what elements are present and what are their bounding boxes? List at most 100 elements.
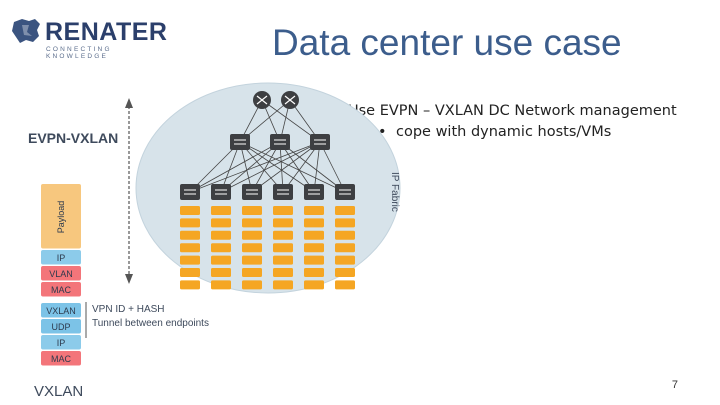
server-icon	[211, 218, 231, 228]
server-icon	[273, 230, 293, 240]
body-line: Use EVPN – VXLAN DC Network management	[348, 103, 677, 119]
server-icon	[242, 230, 262, 240]
server-icon	[211, 255, 231, 265]
server-rack	[335, 206, 355, 290]
bullet-text: cope with dynamic hosts/VMs	[396, 124, 612, 140]
server-icon	[211, 206, 231, 215]
leaf-switch-icon	[211, 184, 231, 200]
aggregation-switch-icon	[230, 134, 250, 150]
server-icon	[304, 230, 324, 240]
body-text: Use EVPN – VXLAN DC Network management •…	[348, 101, 677, 143]
server-icon	[335, 218, 355, 228]
fabric-link	[189, 141, 321, 193]
logo-name: RENATER	[45, 18, 168, 46]
server-icon	[242, 243, 262, 253]
server-icon	[273, 280, 293, 290]
fabric-link	[251, 141, 281, 193]
fabric-switches	[180, 91, 355, 200]
server-icon	[180, 218, 200, 228]
aggregation-switch-icon	[270, 134, 290, 150]
server-icon	[304, 243, 324, 253]
server-icon	[180, 255, 200, 265]
stack-layer-label: MAC	[51, 354, 72, 364]
page-number: 7	[671, 379, 678, 391]
server-icon	[304, 218, 324, 228]
server-icon	[211, 268, 231, 277]
ip-fabric-label: IP Fabric	[389, 172, 400, 212]
fabric-link	[313, 141, 321, 193]
spine-router-icon	[281, 91, 299, 109]
renater-logo: RENATER CONNECTING KNOWLEDGE	[10, 16, 167, 60]
server-icon	[242, 268, 262, 277]
server-rack	[273, 206, 293, 290]
server-icon	[180, 268, 200, 277]
fabric-link	[282, 141, 321, 193]
leaf-switch-icon	[242, 184, 262, 200]
server-icon	[242, 218, 262, 228]
fabric-link	[220, 141, 281, 193]
leaf-switch-icon	[180, 184, 200, 200]
annotation-tunnel: Tunnel between endpoints	[92, 318, 209, 329]
fabric-link	[319, 141, 346, 193]
server-rack	[211, 206, 231, 290]
server-icon	[335, 280, 355, 290]
stack-layer-label: IP	[57, 338, 66, 348]
fabric-link	[220, 141, 321, 193]
stack-layer: MAC	[41, 351, 81, 366]
leaf-switch-icon	[335, 184, 355, 200]
stack-layer-label: IP	[57, 253, 66, 263]
aggregation-switch-icon	[310, 134, 330, 150]
fabric-link	[251, 141, 321, 193]
server-icon	[304, 206, 324, 215]
stack-layer: Payload	[41, 184, 81, 249]
bullet-item: • cope with dynamic hosts/VMs	[348, 122, 677, 143]
server-icon	[180, 206, 200, 215]
stack-layer-label: VXLAN	[46, 306, 76, 316]
server-racks	[180, 206, 355, 290]
logo-tagline: CONNECTING KNOWLEDGE	[46, 46, 112, 60]
logo-mark-icon	[12, 19, 40, 43]
server-icon	[304, 255, 324, 265]
leaf-switch-icon	[304, 184, 324, 200]
fabric-link	[279, 141, 284, 193]
server-icon	[180, 243, 200, 253]
server-rack	[304, 206, 324, 290]
fabric-link	[279, 141, 315, 193]
server-icon	[242, 280, 262, 290]
fabric-link	[189, 141, 241, 193]
bullet-icon: •	[378, 124, 387, 140]
stack-layer: VLAN	[41, 266, 81, 281]
stack-layer-label: Payload	[56, 201, 66, 234]
stack-layer: VXLAN	[41, 303, 81, 318]
ip-fabric-ellipse	[135, 82, 401, 294]
stack-layer: IP	[41, 250, 81, 265]
server-icon	[273, 268, 293, 277]
server-icon	[304, 268, 324, 277]
server-icon	[273, 218, 293, 228]
stack-layer: MAC	[41, 282, 81, 297]
server-icon	[335, 268, 355, 277]
packet-stack-vxlan: VXLAN UDP IP MAC	[41, 303, 81, 366]
vxlan-label: VXLAN	[34, 383, 83, 400]
fabric-link	[239, 141, 346, 193]
server-icon	[211, 243, 231, 253]
server-icon	[335, 230, 355, 240]
arrow-up-icon	[125, 98, 133, 108]
fabric-link	[239, 141, 253, 193]
server-icon	[273, 243, 293, 253]
server-icon	[335, 243, 355, 253]
stack-layer: UDP	[41, 319, 81, 334]
fabric-link	[220, 141, 241, 193]
fabric-link	[279, 141, 346, 193]
server-icon	[211, 230, 231, 240]
server-icon	[180, 280, 200, 290]
server-icon	[335, 255, 355, 265]
fabric-link	[239, 141, 284, 193]
stack-layer: IP	[41, 335, 81, 350]
server-icon	[180, 230, 200, 240]
spine-router-icon	[253, 91, 271, 109]
fabric-link	[239, 141, 315, 193]
server-icon	[273, 255, 293, 265]
